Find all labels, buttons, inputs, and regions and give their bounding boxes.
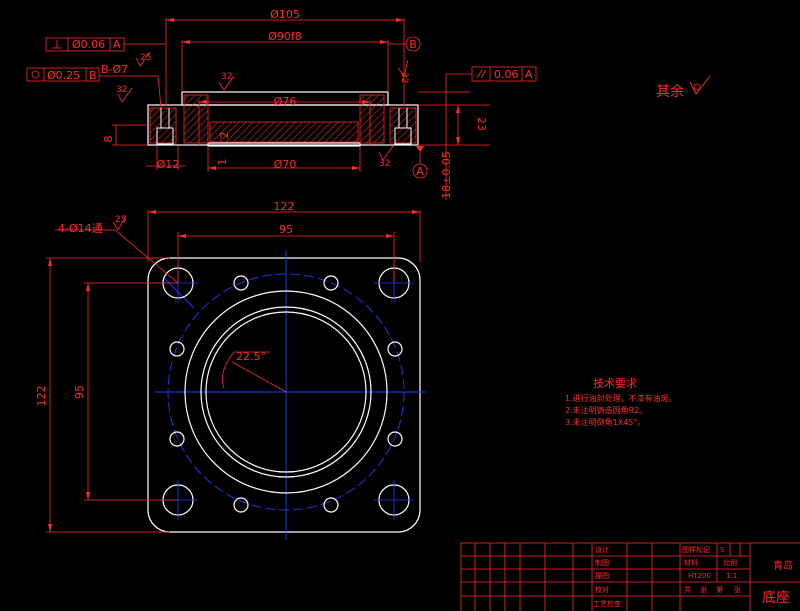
part-name: 底座	[762, 590, 790, 606]
svg-text:其余: 其余	[656, 83, 684, 100]
svg-text:Ø0.25: Ø0.25	[47, 69, 80, 82]
dim-w95: 95	[279, 223, 293, 236]
svg-text:描图: 描图	[595, 571, 609, 580]
svg-text:张: 张	[734, 585, 741, 594]
svg-text:B: B	[409, 38, 417, 51]
dim-w122: 122	[274, 200, 295, 213]
datum-a: A	[412, 146, 428, 179]
svg-text:A: A	[525, 68, 533, 81]
svg-text:32: 32	[116, 85, 127, 95]
svg-text:比例: 比例	[723, 558, 737, 567]
dim-h95: 95	[73, 385, 86, 399]
svg-text:A: A	[416, 165, 424, 178]
svg-text:校对: 校对	[595, 585, 609, 594]
svg-text:25: 25	[140, 53, 151, 63]
svg-text:32: 32	[221, 72, 232, 82]
position-frame: Ø0.25 B	[26, 67, 162, 109]
dim-h23: 23	[475, 117, 488, 131]
svg-text:HT200: HT200	[688, 572, 711, 580]
dim-d105: Ø105	[270, 8, 300, 21]
tech-item: 1.进行油封处理，不漆有油斑。	[565, 393, 677, 403]
tech-item: 2.未注明铸造圆角R2。	[565, 405, 647, 415]
tech-item: 3.未注明倒角1X45°。	[565, 417, 645, 427]
dim-h2: 2	[218, 132, 231, 139]
bolt-circle-holes	[169, 275, 403, 513]
roughness-symbols	[117, 51, 409, 161]
svg-text:材料: 材料	[684, 558, 698, 567]
svg-text:1:1: 1:1	[726, 572, 737, 580]
tech-requirements: 技术要求 1.进行油封处理，不漆有油斑。 2.未注明铸造圆角R2。 3.未注明倒…	[565, 377, 677, 427]
hole-note: 4-Ø14通	[58, 222, 103, 235]
dim-b-hole: B-Ø7	[101, 63, 128, 76]
dim-h8: 8	[102, 136, 115, 143]
dim-h122: 122	[35, 386, 48, 407]
plan-view: 22.5° 122 95 122 95 4-Ø14通	[35, 200, 425, 540]
title-block-text: 设计 制图 描图 校对 工艺检查 图样标记 S 材料 比例 HT200 1:1 …	[593, 545, 793, 608]
svg-text:第: 第	[716, 585, 723, 594]
dim-d76: Ø76	[274, 95, 297, 108]
svg-text:32: 32	[399, 72, 409, 83]
svg-text:S: S	[720, 546, 725, 554]
title-block	[460, 542, 800, 611]
svg-text:Ø0.06: Ø0.06	[72, 38, 105, 51]
dim-d70: Ø70	[274, 158, 297, 171]
section-hatch	[149, 94, 417, 144]
svg-text:工艺检查: 工艺检查	[593, 599, 621, 608]
parallelism-frame: 0.06 A	[445, 66, 537, 92]
tech-title: 技术要求	[593, 377, 637, 390]
svg-text:B: B	[89, 69, 97, 82]
dim-d12: Ø12	[157, 158, 180, 171]
angle-label: 22.5°	[236, 350, 266, 363]
svg-text:设计: 设计	[595, 545, 609, 554]
dim-h1: 1	[216, 159, 229, 166]
svg-text:A: A	[113, 38, 121, 51]
company-name: 青岛	[773, 559, 793, 572]
other-finish: 其余	[656, 75, 711, 100]
svg-text:0.06: 0.06	[494, 68, 519, 81]
svg-text:制图: 制图	[595, 558, 609, 567]
section-view: Ø105 Ø90f8 Ø76 Ø70 Ø12 23 8 2 1 18±0.05 …	[26, 8, 537, 200]
svg-text:张: 张	[700, 585, 707, 594]
svg-text:共: 共	[684, 585, 691, 594]
svg-text:32: 32	[379, 159, 390, 169]
perpendicularity-frame: Ø0.06 A	[45, 37, 166, 52]
svg-text:图样标记: 图样标记	[682, 545, 710, 554]
svg-text:25: 25	[115, 215, 126, 225]
dim-h18: 18±0.05	[440, 151, 453, 199]
datum-b: B	[388, 36, 421, 52]
dim-d90f8: Ø90f8	[268, 30, 302, 43]
